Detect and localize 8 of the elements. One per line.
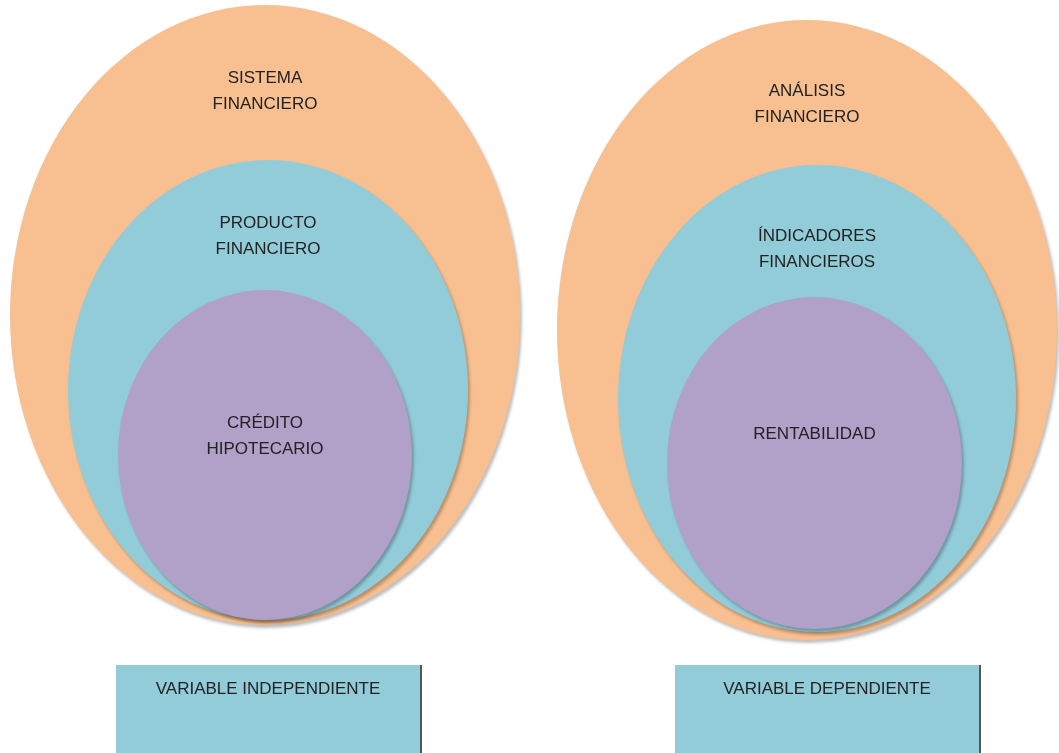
variable-panel: VARIABLE INDEPENDIENTE [116,665,422,753]
variable-panel: VARIABLE DEPENDIENTE [675,665,981,753]
ellipse-label: CRÉDITO HIPOTECARIO [205,412,325,460]
ellipse-label: RENTABILIDAD [752,423,877,445]
ellipse-label: PRODUCTO FINANCIERO [214,212,322,260]
ellipse-label: ANÁLISIS FINANCIERO [753,80,861,128]
ellipse-label: ÍNDICADORES FINANCIEROS [756,225,878,273]
ellipse-label: SISTEMA FINANCIERO [211,67,319,115]
